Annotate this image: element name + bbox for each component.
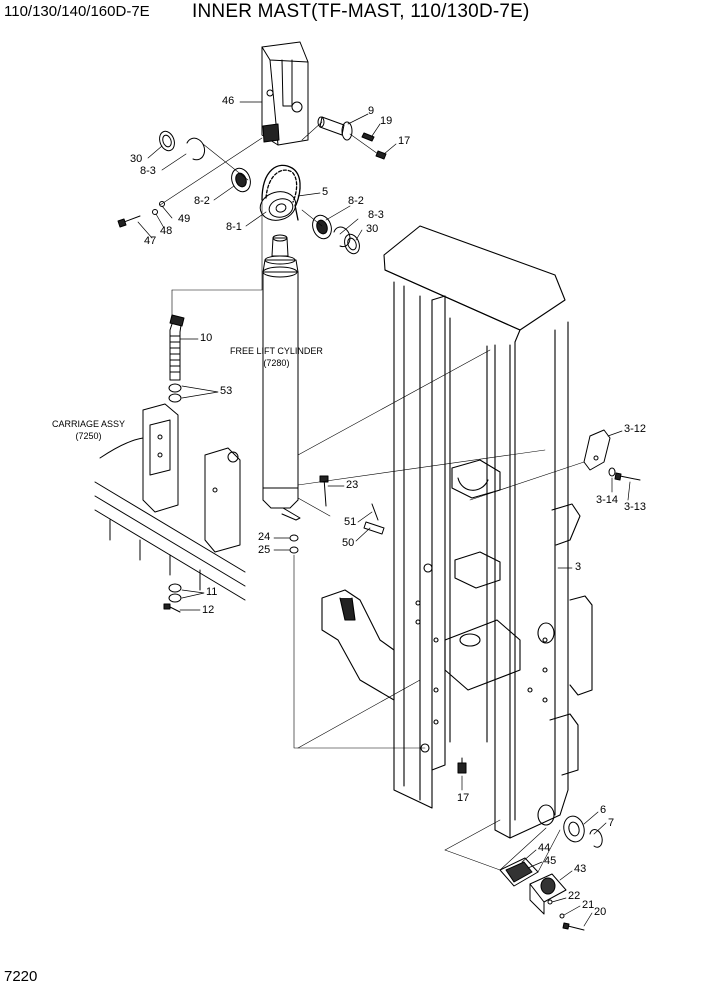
- free-lift-cylinder-note-line2: (7280): [263, 358, 290, 368]
- free-lift-cylinder-note: FREE LIFT CYLINDER (7280): [230, 345, 323, 369]
- callout-43: 43: [574, 863, 587, 875]
- carriage-assy-note: CARRIAGE ASSY (7250): [52, 418, 125, 442]
- callout-25: 25: [258, 544, 271, 556]
- callout-17-top: 17: [398, 135, 411, 147]
- pin-51-50: [363, 503, 385, 535]
- free-lift-cylinder: [262, 234, 301, 521]
- callout-30-left: 30: [130, 153, 143, 165]
- callout-3: 3: [575, 561, 582, 573]
- pin-9: [317, 116, 353, 141]
- callout-24: 24: [258, 531, 271, 543]
- callout-9: 9: [368, 105, 375, 117]
- callout-10: 10: [200, 332, 213, 344]
- callout-23: 23: [346, 479, 359, 491]
- free-lift-cylinder-note-line1: FREE LIFT CYLINDER: [230, 346, 323, 356]
- callout-5: 5: [322, 186, 329, 198]
- bolt-12: [163, 603, 181, 613]
- snap-ring-8-3-right: [333, 226, 351, 248]
- callout-8-2-right: 8-2: [348, 195, 364, 207]
- callout-7: 7: [608, 817, 615, 829]
- callout-53: 53: [220, 385, 233, 397]
- chain-sheave-8-1: [259, 191, 297, 221]
- callout-8-3-right: 8-3: [368, 209, 384, 221]
- snap-ring-8-3-left: [186, 137, 206, 161]
- bracket-3-12: [583, 429, 611, 471]
- bolt-3-13: [614, 472, 641, 481]
- callout-30-right: 30: [366, 223, 379, 235]
- callout-47: 47: [144, 235, 157, 247]
- callout-19: 19: [380, 115, 393, 127]
- bearing-8-2-left: [231, 167, 251, 193]
- callout-8-2-left: 8-2: [194, 195, 210, 207]
- callout-20: 20: [594, 906, 607, 918]
- washers-24-25: [289, 534, 299, 554]
- washer-30-left: [159, 130, 175, 152]
- callout-8-3-left: 8-3: [140, 165, 156, 177]
- washer-3-14: [608, 467, 616, 477]
- carriage-assy-partial: [94, 403, 246, 601]
- carriage-assy-note-line1: CARRIAGE ASSY: [52, 419, 126, 429]
- snap-ring-7: [589, 829, 603, 848]
- washer-30-right: [344, 233, 360, 255]
- bolt-group-47-48-49: [117, 201, 165, 228]
- callout-44: 44: [538, 842, 551, 854]
- callout-3-13: 3-13: [624, 501, 647, 513]
- callout-17-bottom: 17: [457, 792, 470, 804]
- diagram-title: INNER MAST(TF-MAST, 110/130D-7E): [192, 1, 530, 22]
- callout-49: 49: [178, 213, 191, 225]
- callout-45: 45: [544, 855, 557, 867]
- fitting-19: [361, 132, 375, 142]
- callout-8-1: 8-1: [226, 221, 242, 233]
- callout-48: 48: [160, 225, 173, 237]
- callout-leaders: [137, 101, 631, 927]
- callout-51: 51: [344, 516, 357, 528]
- chain-anchor-bracket-46: [261, 41, 309, 146]
- inner-mast-3: [321, 225, 593, 839]
- page-number: 7220: [4, 968, 38, 985]
- side-roller-43: [529, 873, 567, 915]
- reference-lines: [159, 121, 585, 873]
- carriage-assy-note-line2: (7250): [75, 431, 102, 441]
- callout-22: 22: [568, 890, 581, 902]
- shim-44-45: [499, 857, 539, 887]
- model-code: 110/130/140/160D-7E: [4, 3, 150, 20]
- roller-6: [563, 815, 585, 843]
- bolt-23: [319, 475, 329, 507]
- callout-6: 6: [600, 804, 607, 816]
- grease-nipple-17-top: [375, 150, 387, 160]
- grease-nipple-17-bottom: [457, 757, 467, 774]
- callout-3-14: 3-14: [596, 494, 619, 506]
- callout-12: 12: [202, 604, 215, 616]
- callout-50: 50: [342, 537, 355, 549]
- callout-11: 11: [206, 586, 218, 598]
- callout-46: 46: [222, 95, 235, 107]
- nuts-11: [168, 583, 182, 603]
- callout-3-12: 3-12: [624, 423, 647, 435]
- hose-10: [169, 314, 185, 381]
- nuts-53: [168, 383, 182, 403]
- callout-21: 21: [582, 899, 595, 911]
- bolts-20-21-22: [547, 899, 585, 931]
